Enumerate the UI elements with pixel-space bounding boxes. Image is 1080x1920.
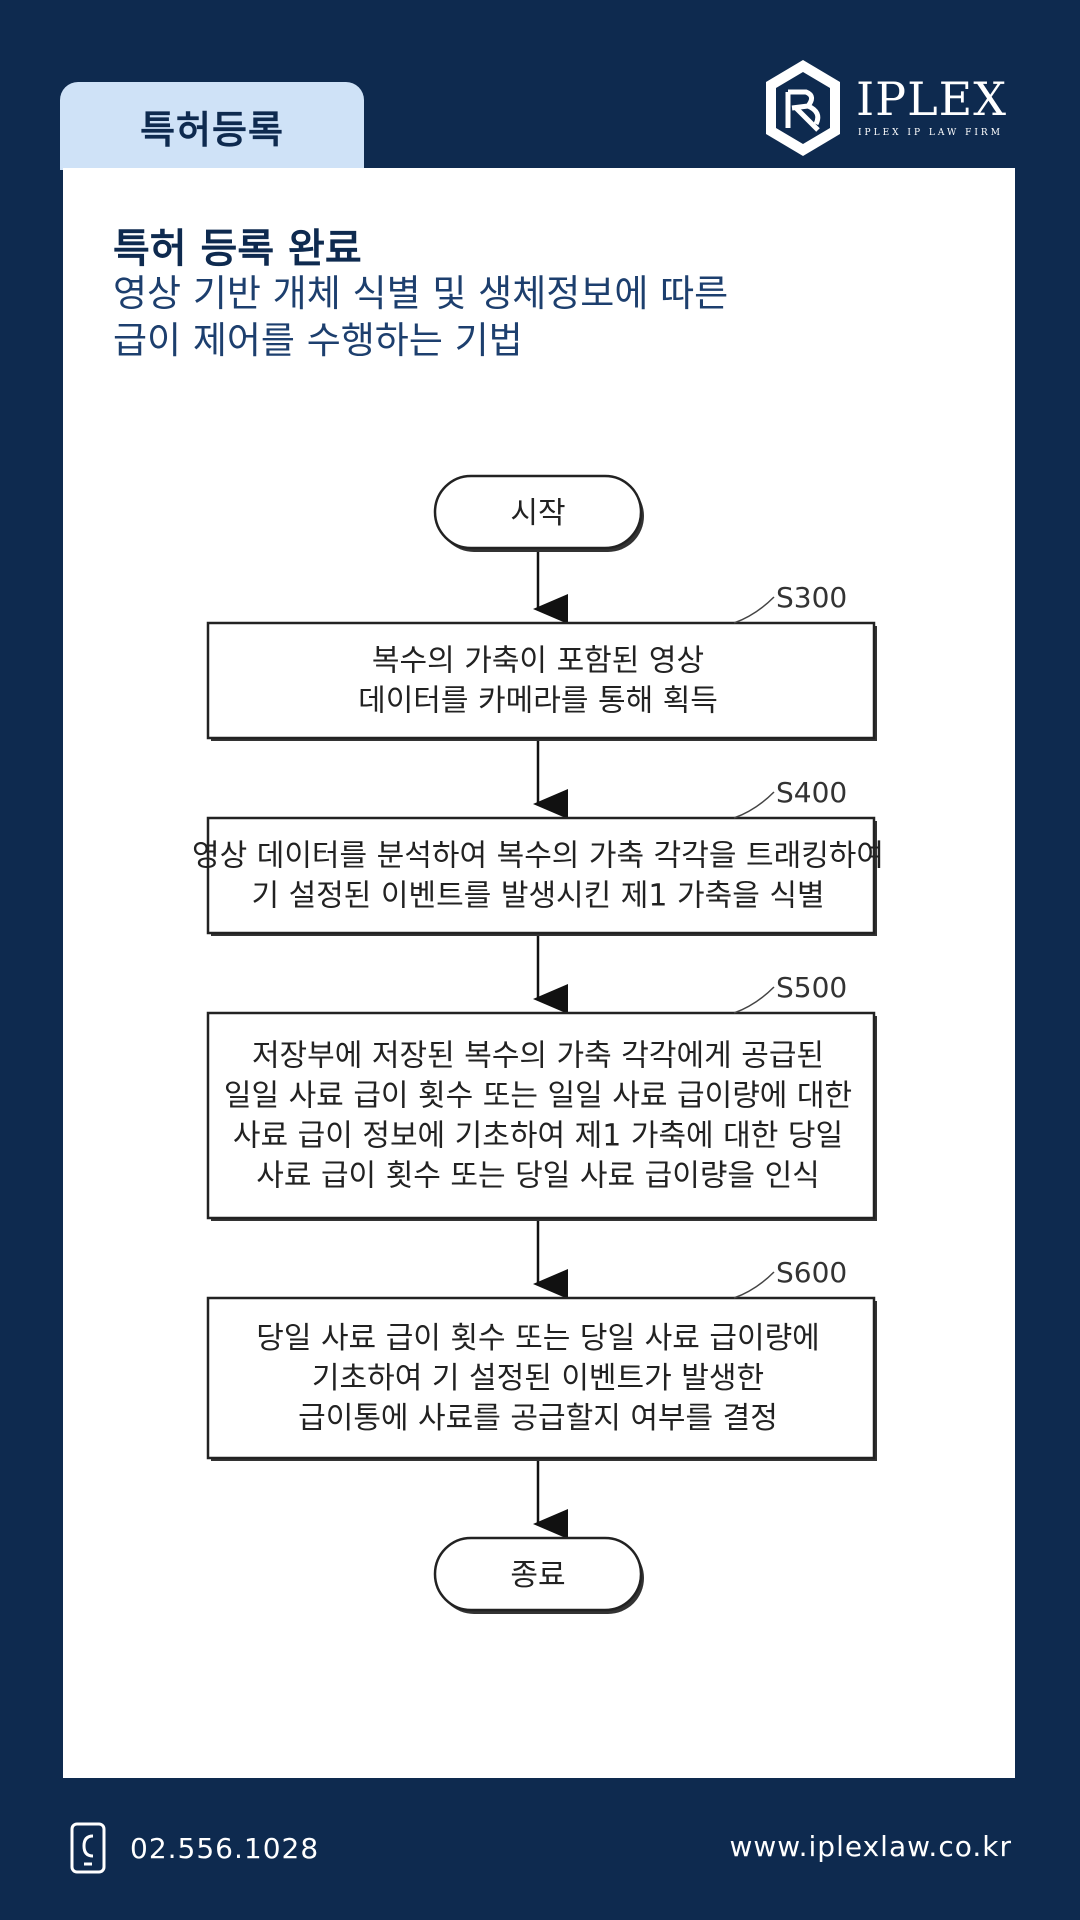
flow-step-S500-line-2: 일일 사료 급이 횟수 또는 일일 사료 급이량에 대한: [224, 1079, 852, 1114]
flow-step-S500-line-4: 사료 급이 횟수 또는 당일 사료 급이량을 인식: [256, 1159, 820, 1194]
flow-step-S400-leader: [733, 791, 775, 819]
category-tab-label: 특허등록: [140, 107, 284, 152]
flow-step-S500-box: [206, 1011, 876, 1220]
flow-step-S600-line-2: 기초하여 기 설정된 이벤트가 발생한: [312, 1361, 764, 1396]
footer-phone[interactable]: 02.556.1028: [70, 1820, 319, 1876]
flow-step-S500-leader: [733, 986, 775, 1014]
flow-step-S500-id: S500: [776, 971, 847, 1004]
flow-step-S400-box: [206, 816, 876, 935]
patent-title: 영상 기반 개체 식별 및 생체정보에 따른 급이 제어를 수행하는 기법: [113, 270, 813, 364]
flow-step-S300-line-2: 데이터를 카메라를 통해 획득: [358, 684, 718, 719]
flow-end-label: 종료: [510, 1558, 565, 1593]
flow-step-S400-line-2: 기 설정된 이벤트를 발생시킨 제1 가축을 식별: [251, 879, 824, 914]
phone-icon: [70, 1822, 106, 1874]
content-card: 특허 등록 완료 영상 기반 개체 식별 및 생체정보에 따른 급이 제어를 수…: [63, 168, 1015, 1778]
flow-step-S300-leader: [733, 596, 775, 624]
logo-wordmark: IPLEX: [856, 72, 1007, 126]
website-link[interactable]: www.iplexlaw.co.kr: [729, 1830, 1012, 1863]
category-tab: 특허등록: [60, 82, 364, 170]
flow-step-S600-line-1: 당일 사료 급이 횟수 또는 당일 사료 급이량에: [256, 1321, 820, 1356]
patent-title-line-2: 급이 제어를 수행하는 기법: [113, 319, 523, 362]
logo-subtext: IPLEX IP LAW FIRM: [858, 128, 1003, 138]
flow-step-S600-box: [206, 1296, 876, 1460]
page-title: 특허 등록 완료: [113, 226, 362, 272]
flow-end-shape: [433, 1536, 643, 1612]
flow-step-S300-box: [206, 621, 876, 740]
flow-start-shape: [433, 474, 643, 550]
iplex-logo: IPLEX IPLEX IP LAW FIRM: [762, 58, 1012, 160]
flow-step-S400-line-1: 영상 데이터를 분석하여 복수의 가축 각각을 트래킹하여: [192, 839, 884, 874]
flow-step-S500-line-1: 저장부에 저장된 복수의 가축 각각에게 공급된: [252, 1039, 824, 1074]
patent-title-line-1: 영상 기반 개체 식별 및 생체정보에 따른: [113, 272, 729, 315]
logo-hexagon-icon: [766, 60, 840, 156]
flow-step-S600-line-3: 급이통에 사료를 공급할지 여부를 결정: [298, 1401, 778, 1436]
flow-step-S500-line-3: 사료 급이 정보에 기초하여 제1 가축에 대한 당일: [233, 1119, 843, 1154]
flow-start-label: 시작: [510, 496, 565, 531]
flow-step-S300-id: S300: [776, 581, 847, 614]
flow-step-S600-leader: [733, 1271, 775, 1299]
flow-step-S300-line-1: 복수의 가축이 포함된 영상: [372, 644, 704, 679]
phone-number[interactable]: 02.556.1028: [130, 1831, 320, 1865]
flow-step-S600-id: S600: [776, 1256, 847, 1289]
flow-step-S400-id: S400: [776, 776, 847, 809]
